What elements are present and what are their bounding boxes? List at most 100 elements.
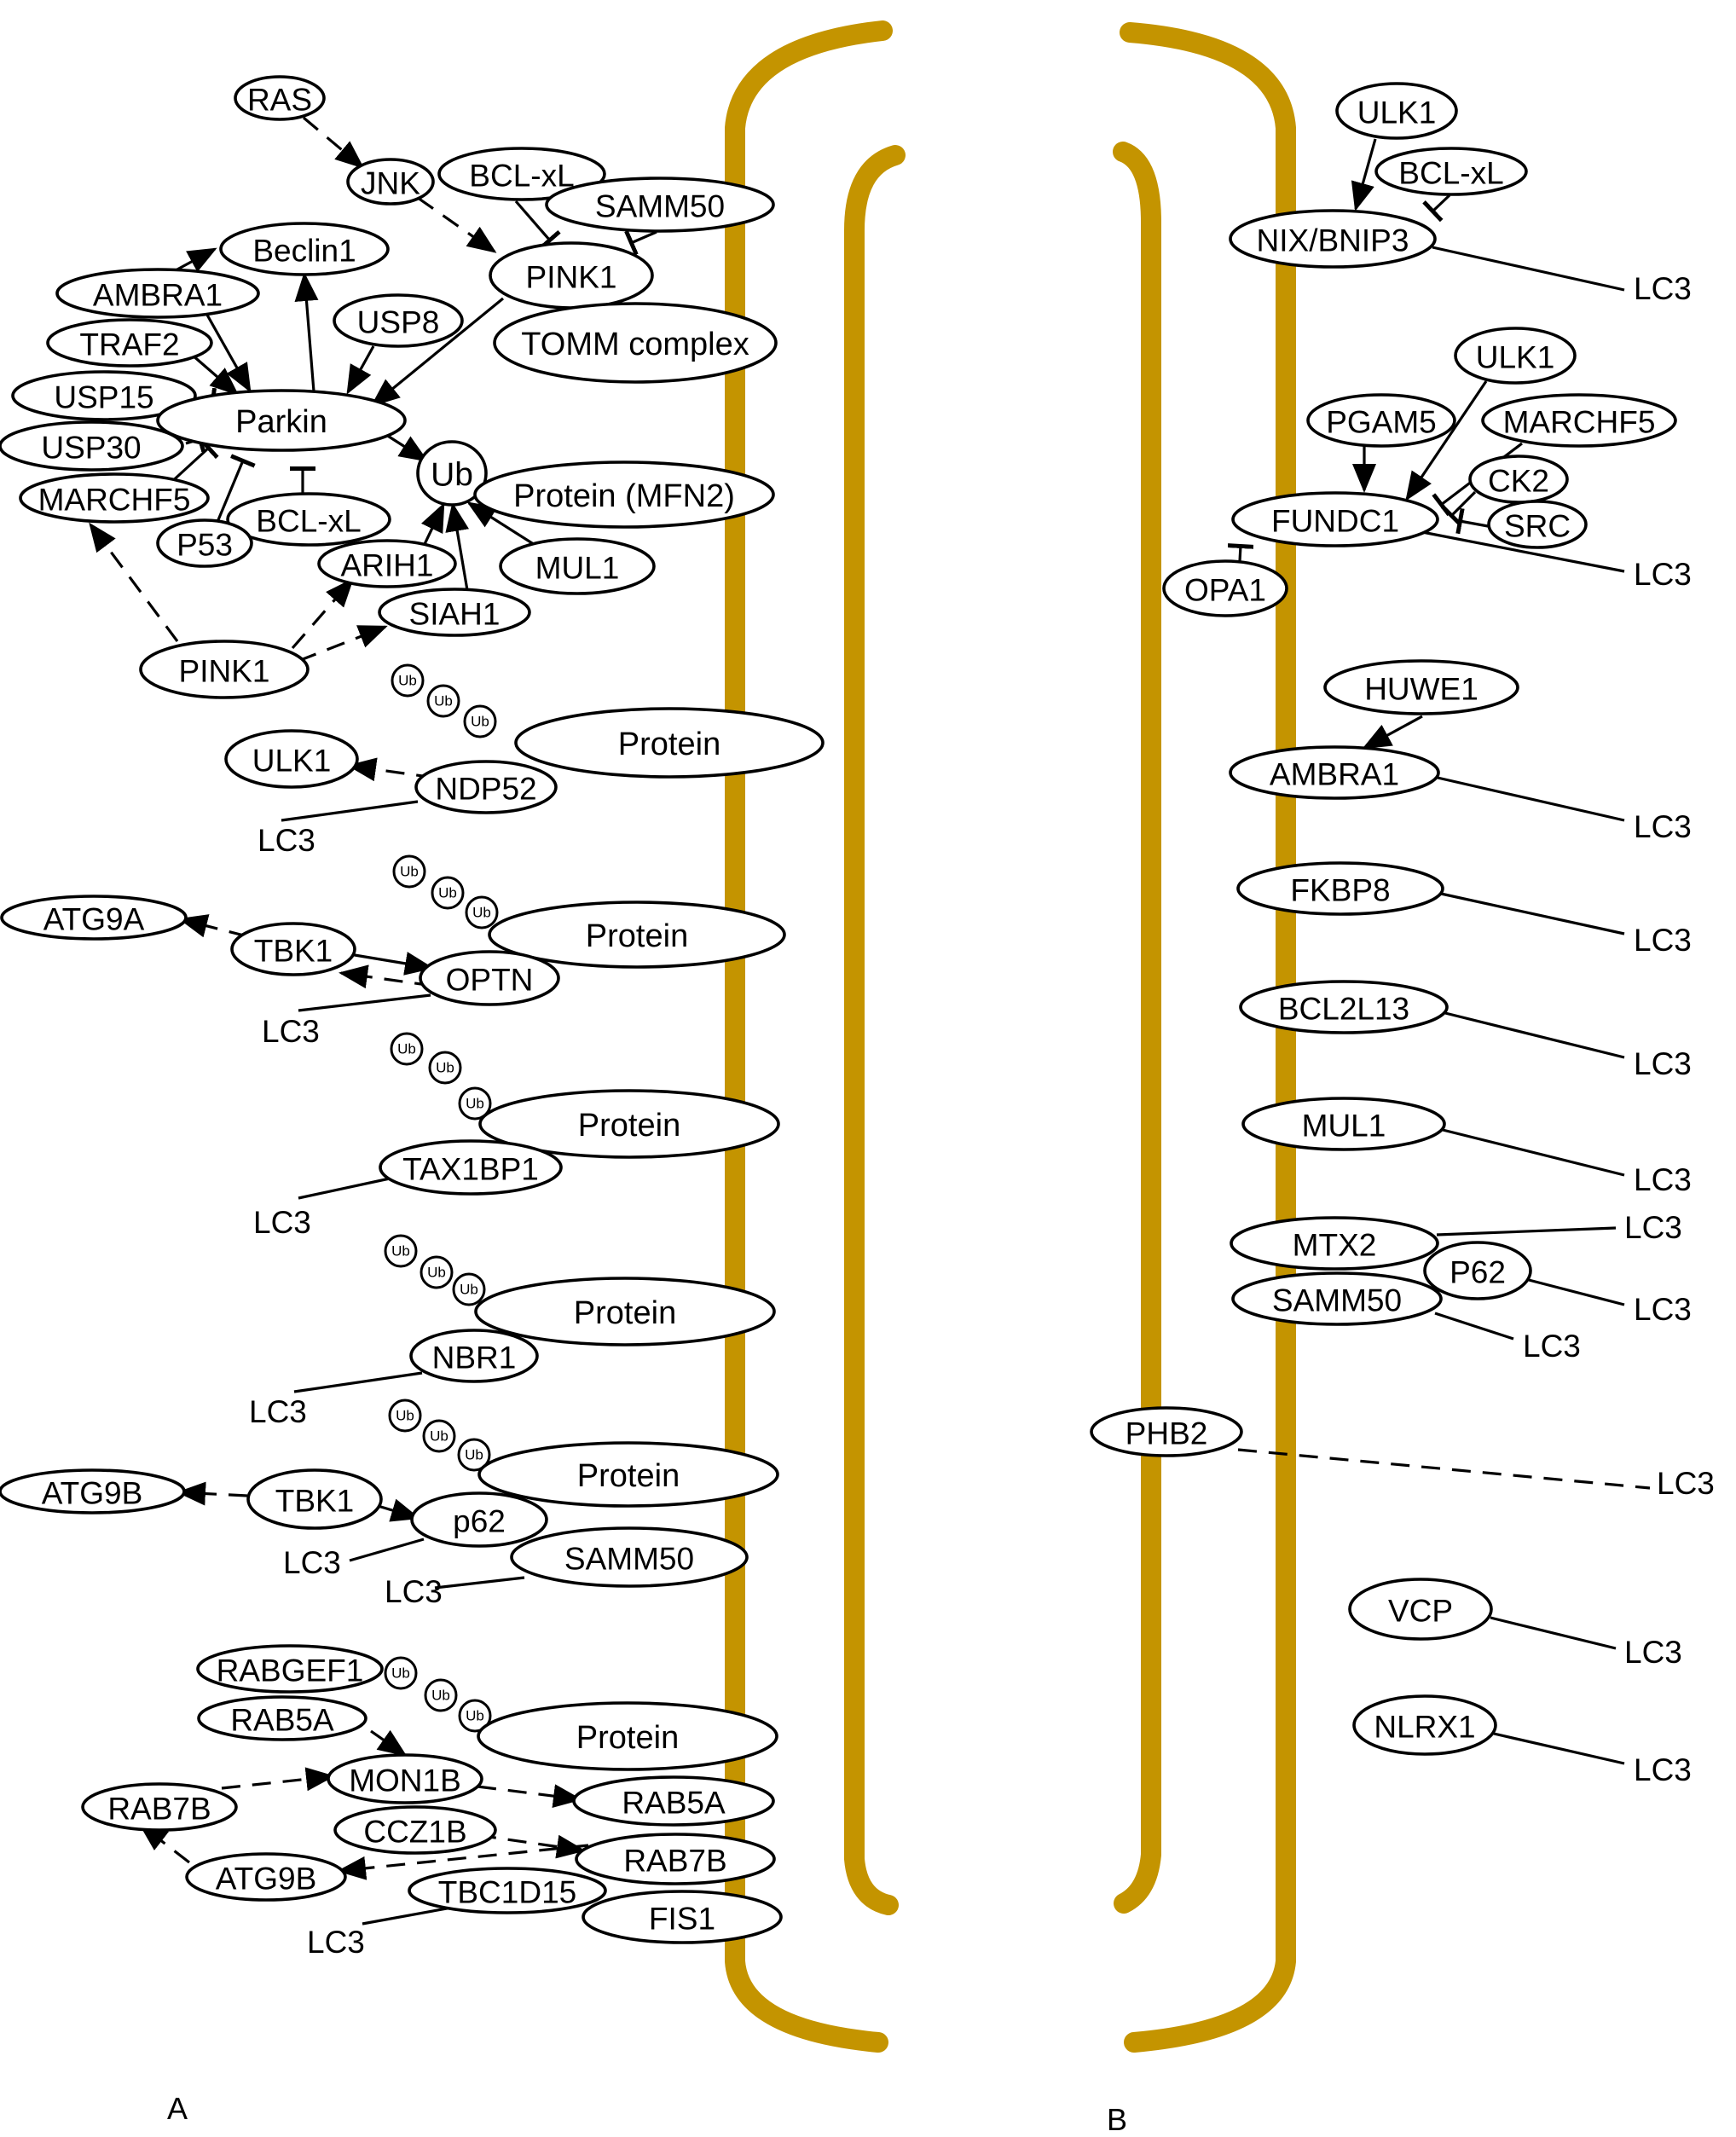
ubiquitin-tag-label: Ub: [472, 905, 491, 921]
node-b-bclxl: BCL-xL: [1374, 147, 1528, 196]
lc3-label: LC3: [1523, 1329, 1581, 1364]
node-a-samm50-bot: SAMM50: [510, 1526, 749, 1588]
lc3-binding-line: [1417, 530, 1625, 573]
node-b-mtx2: MTX2: [1230, 1216, 1439, 1271]
activation-arrow: [349, 952, 434, 976]
inhibition-line: [1422, 194, 1451, 223]
lc3-label: LC3: [249, 1394, 307, 1429]
node-a-p53: P53: [156, 518, 253, 568]
node-a-bclxl-top: BCL-xL: [437, 147, 606, 201]
lc3-binding-line: [1528, 1278, 1625, 1306]
node-label: Protein (MFN2): [513, 478, 735, 514]
indirect-arrow: [221, 1767, 335, 1792]
node-a-jnk: JNK: [346, 158, 435, 206]
node-label: TBC1D15: [438, 1875, 576, 1910]
ubiquitin-tag-label: Ub: [436, 1060, 454, 1076]
node-label: Ub: [431, 457, 473, 494]
node-label: OPTN: [446, 963, 534, 998]
activation-arrow: [1362, 715, 1423, 750]
lc3-label: LC3: [1624, 1210, 1682, 1245]
node-a-ndp52: NDP52: [414, 760, 558, 814]
node-b-samm50: SAMM50: [1231, 1271, 1443, 1326]
node-a-p62: p62: [410, 1491, 548, 1548]
indirect-arrow: [298, 625, 388, 663]
node-a-pink1-bot: PINK1: [139, 640, 310, 699]
node-label: ATG9B: [216, 1862, 317, 1897]
inhibition-line: [167, 437, 219, 486]
node-b-huwe1: HUWE1: [1323, 659, 1519, 715]
panel-label-a: A: [167, 2091, 188, 2126]
node-a-tomm: TOMM complex: [493, 302, 778, 384]
lc3-label: LC3: [1634, 1046, 1692, 1081]
node-label: MTX2: [1293, 1228, 1377, 1263]
lc3-binding-line: [1432, 246, 1625, 292]
node-b-marchf5: MARCHF5: [1481, 393, 1677, 448]
ubiquitin-tag-label: Ub: [465, 1447, 483, 1463]
activation-arrow: [175, 247, 217, 273]
node-label: MARCHF5: [38, 483, 191, 518]
lc3-label: LC3: [1634, 1162, 1692, 1197]
node-b-ck2: CK2: [1468, 455, 1569, 504]
node-a-rab5a-2: RAB5A: [572, 1775, 775, 1827]
inhibition-line: [1455, 507, 1489, 535]
ubiquitin-tag-label: Ub: [400, 864, 419, 880]
node-label: RABGEF1: [217, 1653, 364, 1688]
node-label: NIX/BNIP3: [1257, 223, 1409, 258]
ubiquitin-tag: Ub: [465, 895, 499, 930]
indirect-arrow: [477, 1784, 582, 1809]
node-a-protein6: Protein: [477, 1701, 778, 1771]
panel-label-b: B: [1107, 2102, 1127, 2137]
lc3-label: LC3: [1634, 923, 1692, 958]
ubiquitin-tag-label: Ub: [466, 1708, 484, 1724]
lc3-labels: LC3 LC3 LC3 LC3 LC3 LC3 LC3 LC3 LC3 LC3 …: [249, 271, 1715, 1960]
node-label: SAMM50: [564, 1542, 694, 1577]
node-label: BCL2L13: [1278, 992, 1409, 1027]
lc3-binding-line: [1434, 1312, 1514, 1341]
node-a-ccz1b: CCZ1B: [333, 1805, 497, 1855]
ubiquitin-tag: Ub: [384, 1656, 418, 1690]
node-a-protein1: Protein: [514, 707, 825, 779]
lc3-binding-line: [1493, 1732, 1625, 1765]
lc3-binding-line: [1440, 892, 1625, 935]
node-a-tbk1-1: TBK1: [230, 922, 356, 976]
node-a-ulk1: ULK1: [224, 729, 359, 789]
node-a-protein2: Protein: [488, 901, 786, 969]
node-b-nix: NIX/BNIP3: [1229, 209, 1437, 269]
activation-arrow: [420, 502, 445, 545]
node-label: P53: [176, 528, 233, 563]
node-label: SAMM50: [595, 189, 725, 224]
node-a-protein3: Protein: [478, 1089, 780, 1159]
indirect-arrow: [302, 116, 365, 169]
node-b-ambra1: AMBRA1: [1229, 745, 1440, 800]
ubiquitin-tag: Ub: [424, 1678, 458, 1712]
lc3-binding-line: [1490, 1616, 1617, 1650]
node-label: MUL1: [1302, 1109, 1386, 1144]
inhibition-line: [514, 200, 561, 251]
node-label: AMBRA1: [93, 278, 223, 313]
activation-arrow: [374, 1498, 420, 1522]
node-a-tbk1-2: TBK1: [246, 1468, 383, 1530]
membrane: [725, 20, 1296, 2053]
node-a-fis1: FIS1: [582, 1890, 783, 1944]
node-a-arih1: ARIH1: [317, 539, 457, 588]
node-b-p62: P62: [1423, 1241, 1532, 1300]
node-label: CK2: [1488, 464, 1549, 499]
lc3-label: LC3: [1634, 1292, 1692, 1327]
node-a-atg9b-2: ATG9B: [185, 1852, 347, 1902]
node-b-ulk1-2: ULK1: [1454, 327, 1577, 385]
node-label: PHB2: [1126, 1416, 1208, 1451]
indirect-arrow: [291, 577, 354, 650]
indirect-arrow: [347, 757, 436, 782]
indirect-arrow: [178, 914, 248, 938]
node-label: ATG9B: [42, 1476, 143, 1511]
inhibition-line: [216, 454, 256, 523]
node-label: USP15: [54, 380, 153, 415]
lc3-binding-line: [1442, 1128, 1625, 1177]
ubiquitin-tag: Ub: [452, 1272, 486, 1306]
node-label: FKBP8: [1290, 873, 1390, 908]
ubiquitin-tag: Ub: [431, 876, 465, 910]
indirect-arrow: [417, 196, 497, 253]
activation-arrow: [294, 272, 319, 392]
node-label: NLRX1: [1374, 1710, 1475, 1745]
